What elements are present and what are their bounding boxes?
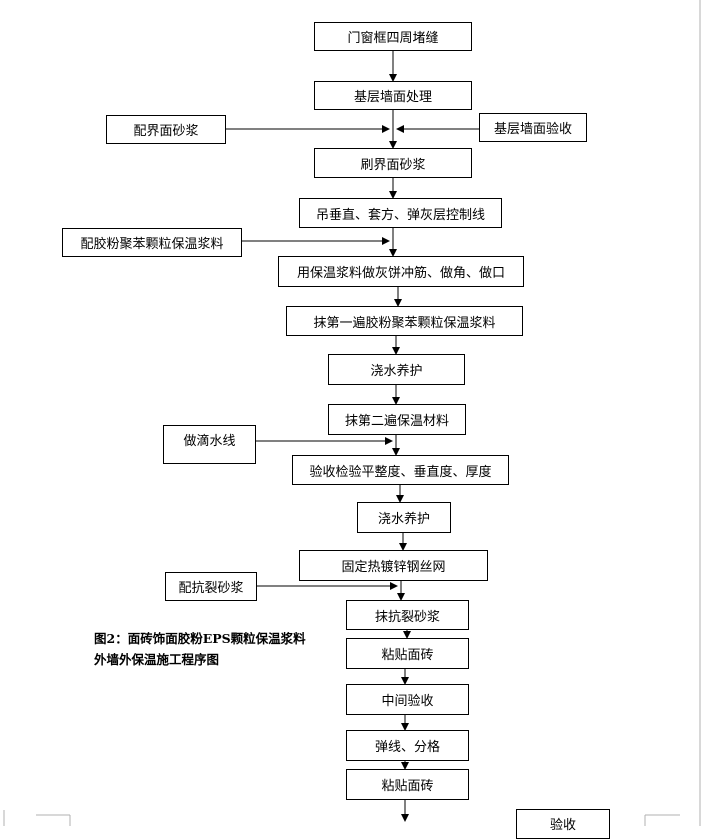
step-tile-bonding-2: 粘贴面砖 bbox=[346, 769, 469, 800]
step-fix-galvanized-mesh: 固定热镀锌钢丝网 bbox=[299, 550, 488, 581]
figure-caption: 图2：面砖饰面胶粉EPS颗粒保温浆料 外墙外保温施工程序图 bbox=[94, 628, 324, 670]
step-water-curing-1: 浇水养护 bbox=[328, 354, 465, 385]
step-apply-interface-mortar: 刷界面砂浆 bbox=[314, 148, 472, 178]
figure-caption-line2: 外墙外保温施工程序图 bbox=[94, 652, 220, 667]
step-line-marking-division: 弹线、分格 bbox=[346, 730, 469, 761]
step-anticrack-mortar: 抹抗裂砂浆 bbox=[346, 600, 469, 630]
side-prepare-insulation-slurry: 配胶粉聚苯颗粒保温浆料 bbox=[62, 228, 242, 257]
step-inspect-flatness-plumb-thickness: 验收检验平整度、垂直度、厚度 bbox=[292, 455, 509, 485]
side-prepare-interface-mortar: 配界面砂浆 bbox=[106, 115, 226, 144]
step-base-wall-treatment: 基层墙面处理 bbox=[314, 81, 472, 110]
step-tile-bonding-1: 粘贴面砖 bbox=[346, 638, 469, 669]
figure-caption-line1: 图2：面砖饰面胶粉EPS颗粒保温浆料 bbox=[94, 631, 306, 646]
side-base-wall-acceptance: 基层墙面验收 bbox=[479, 113, 587, 142]
side-drip-line: 做滴水线 bbox=[163, 425, 256, 464]
step-plumb-square-control-lines: 吊垂直、套方、弹灰层控制线 bbox=[299, 198, 502, 228]
step-screeds-corners-openings: 用保温浆料做灰饼冲筋、做角、做口 bbox=[278, 256, 524, 287]
step-intermediate-acceptance: 中间验收 bbox=[346, 684, 469, 715]
step-second-coat-insulation: 抹第二遍保温材料 bbox=[328, 404, 466, 435]
step-first-coat-insulation: 抹第一遍胶粉聚苯颗粒保温浆料 bbox=[286, 306, 523, 336]
side-prepare-anticrack-mortar: 配抗裂砂浆 bbox=[165, 572, 257, 601]
step-water-curing-2: 浇水养护 bbox=[357, 502, 451, 533]
step-seal-frame-gaps: 门窗框四周堵缝 bbox=[314, 22, 472, 51]
